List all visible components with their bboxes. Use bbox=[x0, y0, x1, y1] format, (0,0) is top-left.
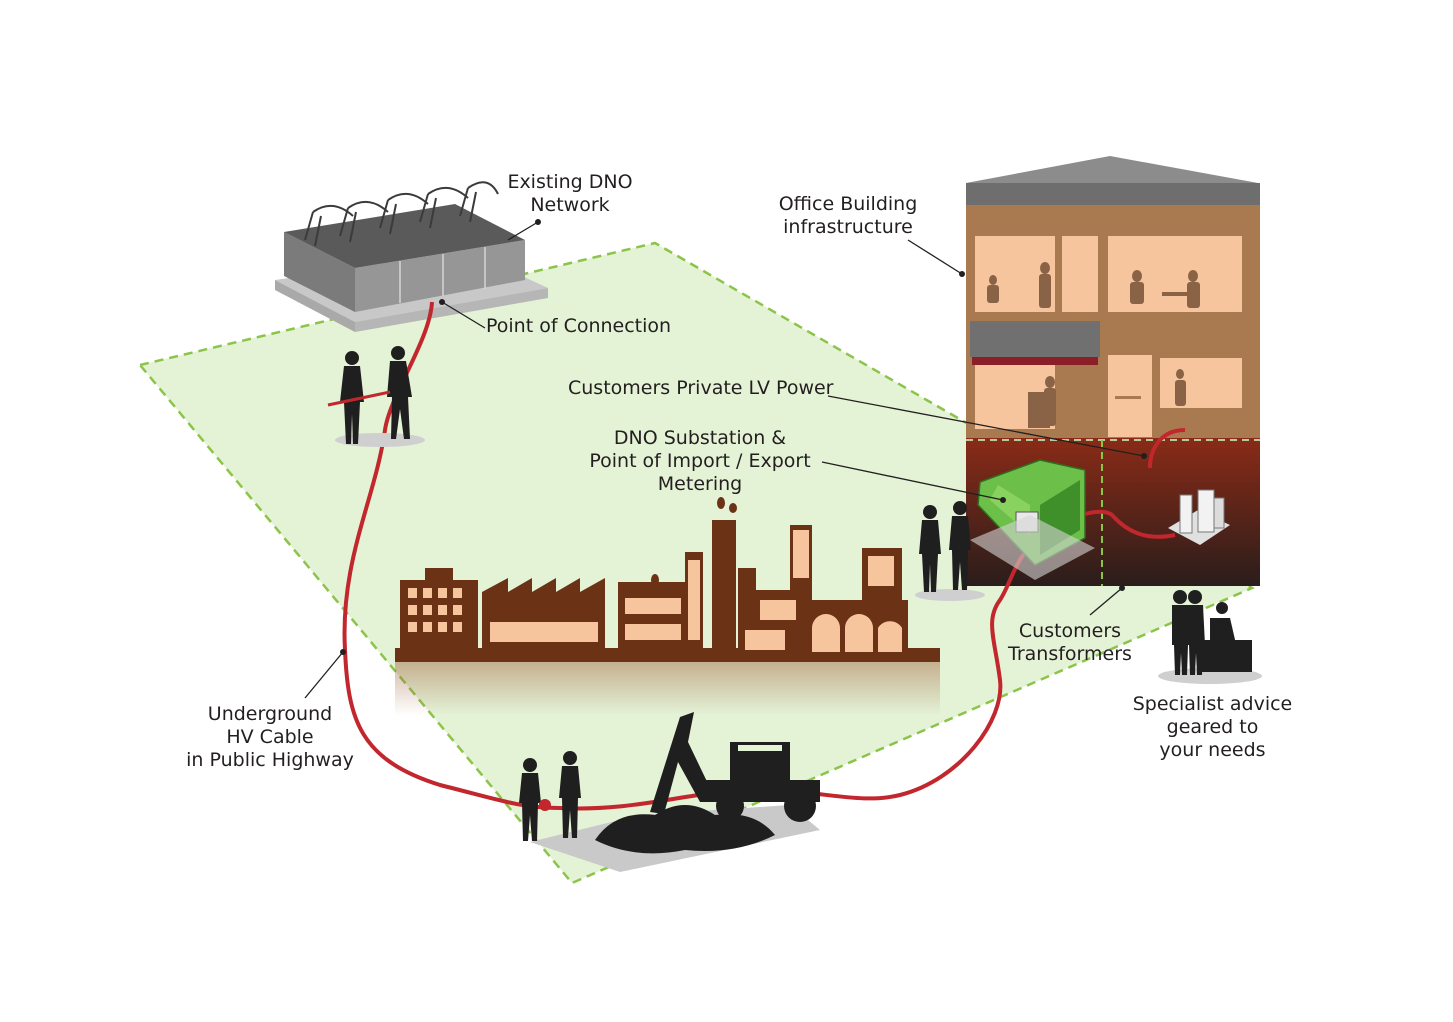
dno-substation bbox=[970, 459, 1095, 580]
factory-skyline bbox=[395, 497, 940, 715]
label-existing-dno-network: Existing DNO Network bbox=[507, 171, 633, 216]
label-underground-hv-cable: Underground HV Cable in Public Highway bbox=[186, 703, 354, 771]
existing-dno-network-substation bbox=[275, 181, 548, 332]
label-specialist-advice: Specialist advice geared to your needs bbox=[1132, 693, 1293, 761]
engineers-at-connection bbox=[327, 346, 425, 447]
roadworks-digger bbox=[519, 712, 820, 872]
label-point-of-connection: Point of Connection bbox=[486, 315, 672, 337]
leader-lines bbox=[304, 219, 1147, 699]
label-office-building: Office Building infrastructure bbox=[778, 193, 918, 238]
underground-hv-cable bbox=[342, 301, 1034, 811]
office-window bbox=[1062, 236, 1098, 312]
office-window bbox=[1160, 358, 1242, 408]
label-customers-transformers: Customers Transformers bbox=[1008, 620, 1132, 665]
customers-transformer bbox=[1168, 489, 1230, 545]
engineers-near-substation bbox=[915, 501, 985, 601]
label-dno-substation: DNO Substation & Point of Import / Expor… bbox=[589, 427, 811, 495]
label-customers-private-lv: Customers Private LV Power bbox=[568, 377, 834, 399]
advisors-group bbox=[1158, 590, 1262, 684]
office-building bbox=[966, 156, 1260, 586]
office-window bbox=[1108, 236, 1242, 312]
